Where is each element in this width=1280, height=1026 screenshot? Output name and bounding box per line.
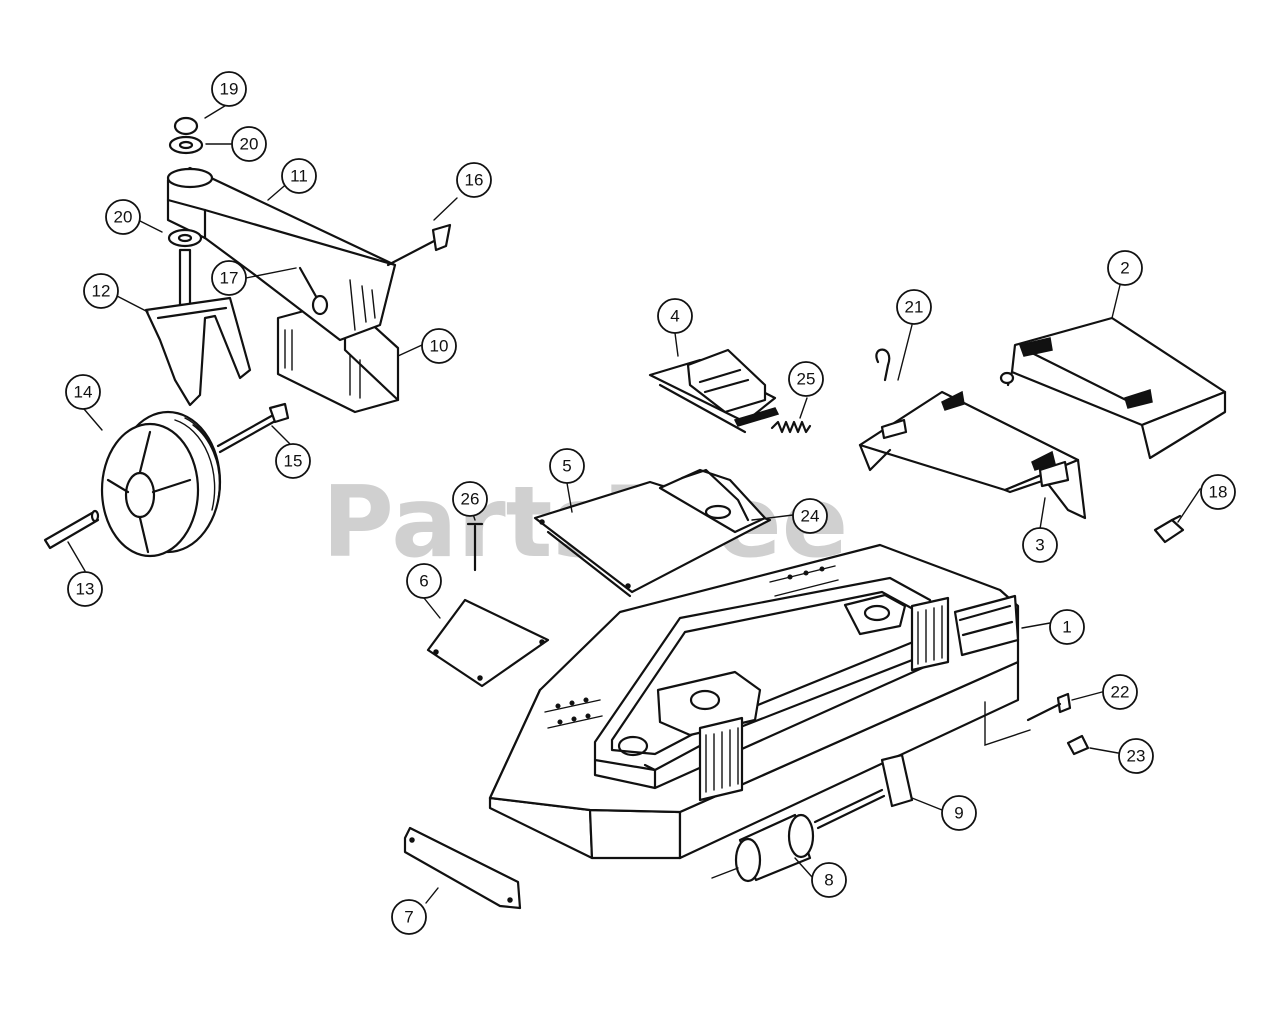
bracket-assembly-part[interactable]	[648, 348, 780, 434]
caster-fork-part[interactable]	[144, 248, 252, 407]
callout-number: 22	[1111, 683, 1130, 702]
deck-nut-part[interactable]	[1066, 734, 1090, 756]
deck-bolt-part[interactable]	[984, 692, 1072, 746]
callout[interactable]: 23	[1118, 738, 1154, 774]
callout[interactable]: 1	[1049, 609, 1085, 645]
callout[interactable]: 3	[1022, 527, 1058, 563]
callout[interactable]: 18	[1200, 474, 1236, 510]
callout-number: 16	[465, 171, 484, 190]
deck-cover-part[interactable]	[999, 316, 1227, 460]
callout-number: 21	[905, 298, 924, 317]
callout-number: 9	[954, 804, 963, 823]
callout-number: 5	[562, 457, 571, 476]
callout-number: 12	[92, 282, 111, 301]
callout[interactable]: 16	[456, 162, 492, 198]
callout[interactable]: 25	[788, 361, 824, 397]
callout[interactable]: 2	[1107, 250, 1143, 286]
callout[interactable]: 21	[896, 289, 932, 325]
axle-part[interactable]	[43, 509, 100, 550]
spring-pin-part[interactable]	[875, 348, 891, 382]
small-plate-part[interactable]	[426, 598, 550, 688]
cutout-plate-part[interactable]	[658, 468, 767, 534]
callout-number: 20	[240, 135, 259, 154]
callout-number: 24	[801, 507, 820, 526]
callout-number: 19	[220, 80, 239, 99]
callout-number: 18	[1209, 483, 1228, 502]
clip-part[interactable]	[1153, 514, 1185, 544]
roller-part[interactable]	[711, 813, 815, 883]
axle-bolt-part[interactable]	[216, 402, 290, 454]
callout-number: 14	[74, 383, 93, 402]
callout-number: 10	[430, 337, 449, 356]
roller-bracket-part[interactable]	[813, 753, 914, 830]
mower-deck-part[interactable]	[488, 543, 1020, 860]
callout[interactable]: 20	[231, 126, 267, 162]
callout-number: 7	[404, 908, 413, 927]
callout-number: 1	[1062, 618, 1071, 637]
callout[interactable]: 15	[275, 443, 311, 479]
callout-number: 23	[1127, 747, 1146, 766]
callout[interactable]: 12	[83, 273, 119, 309]
wing-screw-part[interactable]	[466, 522, 484, 572]
spring-part[interactable]	[770, 420, 812, 434]
caster-hardware[interactable]	[167, 116, 204, 248]
callout[interactable]: 17	[211, 260, 247, 296]
callout-number: 25	[797, 370, 816, 389]
callout-number: 3	[1035, 536, 1044, 555]
callout[interactable]: 8	[811, 862, 847, 898]
callout[interactable]: 10	[421, 328, 457, 364]
callout-number: 8	[824, 871, 833, 890]
caster-arm-part[interactable]	[166, 166, 397, 342]
mounting-bolt-part[interactable]	[298, 266, 329, 316]
clevis-pin-part[interactable]	[386, 223, 452, 267]
callout-number: 11	[290, 167, 308, 186]
callout-number: 6	[419, 572, 428, 591]
callout-number: 17	[220, 269, 239, 288]
baffle-part[interactable]	[403, 826, 522, 910]
callout[interactable]: 6	[406, 563, 442, 599]
callout[interactable]: 26	[452, 481, 488, 517]
callout-number: 15	[284, 452, 303, 471]
leader-lines	[67, 103, 1201, 904]
callout-number: 26	[461, 490, 480, 509]
callout-number: 13	[76, 580, 95, 599]
callout[interactable]: 22	[1102, 674, 1138, 710]
callout[interactable]: 4	[657, 298, 693, 334]
callout[interactable]: 24	[792, 498, 828, 534]
callout[interactable]: 9	[941, 795, 977, 831]
callout[interactable]: 11	[281, 158, 317, 194]
callout[interactable]: 14	[65, 374, 101, 410]
callout[interactable]: 7	[391, 899, 427, 935]
callout[interactable]: 5	[549, 448, 585, 484]
caster-wheel-part[interactable]	[100, 410, 222, 558]
callout-number: 2	[1120, 259, 1129, 278]
callout[interactable]: 13	[67, 571, 103, 607]
callout-number: 20	[114, 208, 133, 227]
callout-number: 4	[670, 307, 679, 326]
callout[interactable]: 20	[105, 199, 141, 235]
callout[interactable]: 19	[211, 71, 247, 107]
shield-part[interactable]	[858, 390, 1087, 520]
